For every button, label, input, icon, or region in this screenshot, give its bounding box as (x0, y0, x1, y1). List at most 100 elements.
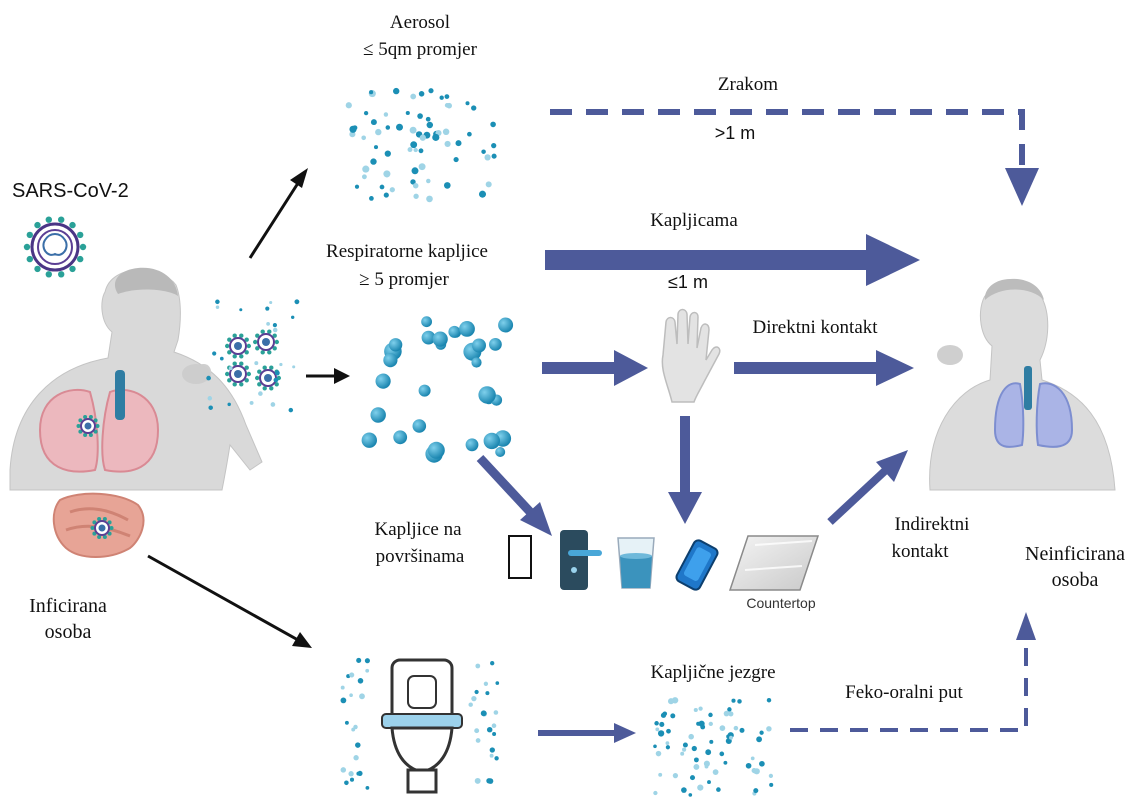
nucleus-dot (693, 707, 698, 713)
exhaled-speck (208, 405, 213, 410)
surface-objects (508, 530, 820, 591)
aerosol-dot (444, 94, 450, 99)
aerosol-dot (383, 170, 391, 178)
nucleus-dot (665, 745, 671, 750)
direct-contact-arrow (734, 362, 879, 374)
aerosol-dot (491, 142, 497, 149)
nucleus-dot (759, 730, 764, 735)
aerosol-dot (389, 187, 395, 193)
gut-virus (90, 517, 114, 539)
arrow-to-toilet (147, 554, 299, 642)
droplet-route-distance: ≤1 m (668, 272, 708, 292)
aerosol-dot (418, 148, 424, 154)
exhaled-speck (292, 365, 296, 369)
arrow-droplets-to-surfaces (476, 454, 536, 518)
respiratory-droplet (393, 430, 408, 445)
respiratory-droplet (448, 325, 461, 338)
respiratory-droplet (471, 357, 482, 368)
nucleus-dot (731, 698, 736, 703)
aerosol-dot (369, 196, 374, 201)
aerosol-dot (405, 110, 410, 116)
nucleus-dot (665, 741, 670, 745)
glass-of-water-icon (617, 537, 655, 589)
aerosol-dot (442, 128, 450, 136)
toilet-dot (356, 657, 362, 663)
exhaled-speck (207, 396, 213, 401)
aerosol-dot (439, 95, 444, 100)
aerosol-dot (453, 157, 459, 163)
exhaled-speck (206, 375, 211, 381)
virus-spike (79, 243, 87, 251)
aerosol-dot (379, 184, 385, 190)
blank-card-icon (508, 535, 532, 579)
nucleus-dot (719, 751, 725, 757)
aerosol-dot (444, 140, 451, 147)
respiratory-droplet (418, 384, 431, 397)
indirect-contact-line1: Indirektni (895, 514, 970, 535)
nucleus-dot (698, 720, 705, 727)
nucleus-dot (680, 751, 685, 756)
nucleus-dot (693, 757, 699, 763)
aerosol-title: Aerosol (390, 12, 450, 33)
aerosol-dot (471, 105, 477, 111)
nucleus-dot (698, 706, 703, 711)
nucleus-dot (697, 784, 704, 791)
toilet-dot (490, 661, 495, 666)
aerosol-dot (413, 147, 418, 153)
nucleus-dot (667, 698, 675, 705)
aerosol-dot (383, 192, 389, 198)
droplet-nuclei-label: Kapljične jezgre (650, 662, 775, 683)
aerosol-size: ≤ 5qm promjer (363, 39, 478, 60)
nucleus-dot (728, 711, 734, 717)
virus-spike (34, 265, 41, 273)
aerosol-dot (409, 126, 417, 134)
toilet-dot (349, 672, 355, 678)
nucleus-dot (737, 699, 742, 704)
arrow-to-aerosol (248, 179, 302, 259)
toilet-dot (474, 728, 480, 734)
exhaled-speck (279, 362, 283, 367)
aerosol-dot (426, 178, 431, 184)
toilet-dot (349, 693, 353, 698)
nucleus-dot (750, 756, 755, 761)
nucleus-dot (759, 760, 765, 767)
aerosol-dot (412, 182, 419, 189)
aerosol-dot (373, 145, 379, 150)
nucleus-dot (660, 712, 667, 718)
transmission-arrows (147, 109, 1039, 743)
aerosol-dot (491, 153, 497, 159)
droplet-nuclei-particles (653, 697, 774, 797)
aerosol-dot (419, 134, 426, 141)
aerosol-dot (383, 112, 389, 117)
aerosol-dot (417, 113, 423, 119)
respiratory-droplet (388, 338, 403, 352)
infected-label-line2: osoba (45, 621, 92, 643)
exhaled-speck (215, 299, 220, 305)
toilet-dot (340, 685, 345, 690)
aerosol-dot (349, 125, 357, 133)
nucleus-dot (655, 750, 662, 757)
fecal-oral-label: Feko-oralni put (845, 682, 963, 703)
nucleus-dot (688, 793, 693, 797)
door-handle-icon (560, 530, 602, 590)
aerosol-dot (370, 158, 377, 165)
nucleus-dot (653, 744, 657, 749)
virus-spike (45, 216, 52, 223)
respiratory-droplet (421, 316, 432, 328)
toilet-dot (491, 723, 497, 729)
nucleus-dot (727, 707, 732, 712)
nucleus-dot (681, 747, 687, 752)
aerosol-dot (413, 193, 419, 199)
infected-person-figure (9, 267, 263, 558)
exhaled-speck (249, 400, 254, 405)
toilet-dot (365, 668, 370, 673)
aerosol-dot (418, 91, 425, 97)
respiratory-droplet (432, 331, 448, 347)
nucleus-dot (716, 787, 721, 792)
droplets-title: Respiratorne kapljice (326, 241, 488, 262)
exhaled-speck (219, 356, 224, 361)
nucleus-dot (745, 762, 752, 769)
toilet-aerosol-particles (340, 657, 500, 790)
virus-spike (77, 231, 84, 239)
